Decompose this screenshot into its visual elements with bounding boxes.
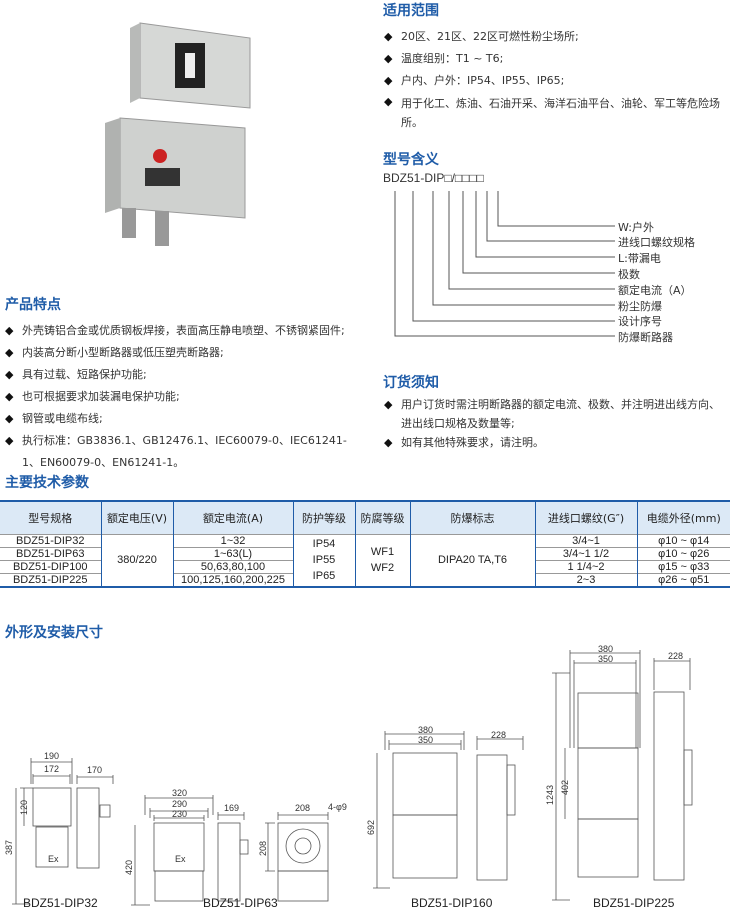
feature-item: 具有过载、短路保护功能; — [5, 364, 360, 386]
feature-item: 外壳铸铝合金或优质钢板焊接，表面高压静电喷塑、不锈钢紧固件; — [5, 320, 360, 342]
model-code: BDZ51-DIP□/□□□□ — [383, 171, 484, 185]
cell-thread: 2~3 — [534, 572, 637, 587]
header-ex-mark: 防爆标志 — [409, 501, 535, 534]
scope-item: 20区、21区、22区可燃性粉尘场所; — [384, 26, 724, 48]
table-row: BDZ51-DIP225 100,125,160,200,225 2~3 φ26… — [0, 572, 730, 587]
dimensions-title: 外形及安装尺寸 — [5, 625, 103, 641]
cell-model: BDZ51-DIP32 — [0, 533, 101, 547]
scope-item: 用于化工、炼油、石油开采、海洋石油平台、油轮、军工等危险场所。 — [384, 92, 724, 132]
scope-title: 适用范围 — [383, 3, 439, 19]
dim-dip225-w1: 380 — [598, 644, 613, 654]
dim-dip32-ex: Ex — [48, 854, 59, 864]
cell-current: 50,63,80,100 — [172, 559, 293, 573]
cell-model: BDZ51-DIP100 — [0, 559, 101, 573]
cell-current: 100,125,160,200,225 — [172, 572, 293, 587]
dim-dip63-w1: 320 — [172, 788, 187, 798]
model-label: 极数 — [618, 268, 640, 281]
protection-value: IP65 — [312, 570, 336, 582]
cell-thread: 3/4~1 1/2 — [534, 546, 637, 560]
params-title: 主要技术参数 — [5, 475, 89, 491]
dim-dip63-h: 420 — [124, 860, 134, 875]
dim-dip63-side: 169 — [224, 803, 239, 813]
caption-dip63: BDZ51-DIP63 — [203, 896, 278, 910]
protection-value: IP54 — [312, 538, 336, 550]
params-table: 型号规格 额定电压(V) 额定电流(A) 防护等级 防腐等级 防爆标志 进线口螺… — [0, 500, 730, 588]
model-label: 防爆断路器 — [618, 331, 673, 344]
header-model: 型号规格 — [0, 501, 101, 534]
cell-ex-mark: DIPA20 TA,T6 — [409, 533, 535, 587]
model-label: L:带漏电 — [618, 252, 661, 265]
scope-item: 温度组别：T1 ~ T6; — [384, 48, 724, 70]
scope-item: 户内、户外：IP54、IP55、IP65; — [384, 70, 724, 92]
ordering-title: 订货须知 — [383, 375, 439, 391]
dim-dip32-w2: 172 — [44, 764, 59, 774]
dimension-drawings: 190 172 120 387 170 Ex 320 290 230 420 E… — [4, 644, 693, 906]
protection-value: IP55 — [312, 554, 336, 566]
product-photo — [105, 22, 251, 246]
feature-item: 执行标准：GB3836.1、GB12476.1、IEC60079-0、IEC61… — [5, 430, 360, 474]
dim-dip32-h2: 387 — [4, 840, 14, 855]
feature-item: 内装高分断小型断路器或低压塑壳断路器; — [5, 342, 360, 364]
dim-dip225-h1: 1243 — [545, 785, 555, 805]
cell-cable: φ10 ~ φ14 — [636, 533, 730, 547]
anticorrosion-value: WF1 — [370, 546, 395, 558]
feature-item: 也可根据要求加装漏电保护功能; — [5, 386, 360, 408]
dim-dip160-h: 692 — [366, 820, 376, 835]
dim-dip160-side: 228 — [491, 730, 506, 740]
cell-cable: φ26 ~ φ51 — [636, 572, 730, 587]
cell-current: 1~63(L) — [172, 546, 293, 560]
dim-dip32-h1: 120 — [19, 800, 29, 815]
dim-dip225-w2: 350 — [598, 654, 613, 664]
model-label: 额定电流（A） — [618, 284, 692, 297]
dim-dip225-h2: 402 — [560, 780, 570, 795]
dim-dip63-w2: 290 — [172, 799, 187, 809]
table-row: BDZ51-DIP63 1~63(L) 3/4~1 1/2 φ10 ~ φ26 — [0, 546, 730, 560]
cell-current: 1~32 — [172, 533, 293, 547]
model-label: 粉尘防爆 — [618, 300, 662, 313]
dim-dip63-holes: 4-φ9 — [328, 802, 347, 812]
model-diagram-lines — [394, 191, 615, 337]
dim-dip32-w1: 190 — [44, 751, 59, 761]
header-cable: 电缆外径(mm) — [636, 501, 730, 534]
cell-cable: φ10 ~ φ26 — [636, 546, 730, 560]
dim-dip225-side: 228 — [668, 651, 683, 661]
cell-thread: 3/4~1 — [534, 533, 637, 547]
model-title: 型号含义 — [383, 152, 439, 168]
ordering-item: 用户订货时需注明断路器的额定电流、极数、并注明进出线方向、进出线口规格及数量等; — [384, 395, 730, 433]
dim-dip63-ex: Ex — [175, 854, 186, 864]
dim-dip160-w1: 380 — [418, 725, 433, 735]
anticorrosion-value: WF2 — [370, 562, 395, 574]
dim-dip63-w3: 230 — [172, 809, 187, 819]
cell-model: BDZ51-DIP63 — [0, 546, 101, 560]
header-current: 额定电流(A) — [172, 501, 293, 534]
dim-dip63-backh: 208 — [258, 841, 268, 856]
dim-dip32-side: 170 — [87, 765, 102, 775]
header-thread: 进线口螺纹(G″) — [534, 501, 637, 534]
dim-dip160-w2: 350 — [418, 735, 433, 745]
cell-voltage: 380/220 — [100, 533, 173, 587]
features-title: 产品特点 — [5, 297, 61, 313]
dim-dip63-back: 208 — [295, 803, 310, 813]
model-label: 设计序号 — [618, 315, 662, 328]
cell-model: BDZ51-DIP225 — [0, 572, 101, 587]
caption-dip225: BDZ51-DIP225 — [593, 896, 675, 910]
model-label: 进线口螺纹规格 — [618, 236, 695, 249]
feature-item: 钢管或电缆布线; — [5, 408, 360, 430]
cell-cable: φ15 ~ φ33 — [636, 559, 730, 573]
caption-dip32: BDZ51-DIP32 — [23, 896, 98, 910]
model-label: W:户外 — [618, 221, 654, 234]
ordering-item: 如有其他特殊要求，请注明。 — [384, 433, 730, 452]
header-protection: 防护等级 — [292, 501, 355, 534]
header-voltage: 额定电压(V) — [100, 501, 173, 534]
caption-dip160: BDZ51-DIP160 — [411, 896, 493, 910]
header-anticorrosion: 防腐等级 — [354, 501, 410, 534]
cell-thread: 1 1/4~2 — [534, 559, 637, 573]
table-row: BDZ51-DIP100 50,63,80,100 1 1/4~2 φ15 ~ … — [0, 559, 730, 573]
